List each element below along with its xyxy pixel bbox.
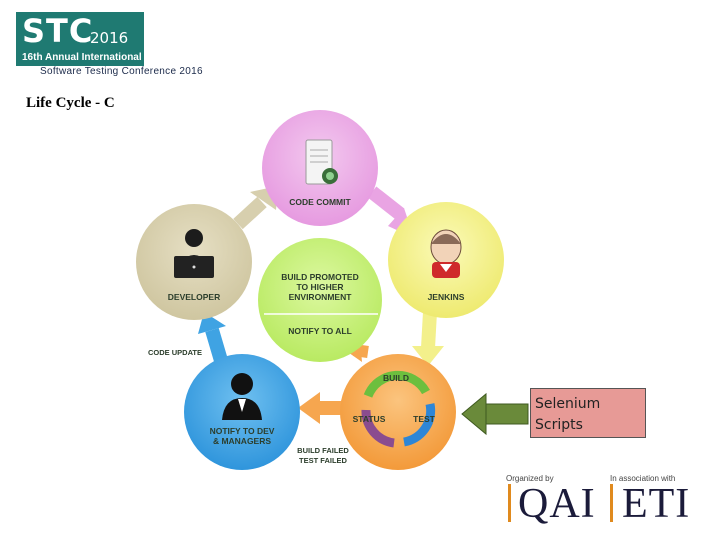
developer-label: DEVELOPER <box>167 292 221 302</box>
organized-by-label: Organized by <box>506 474 554 483</box>
arrow-jenkins-to-test <box>412 311 444 366</box>
center-top-label-3: ENVIRONMENT <box>288 292 352 302</box>
callout-arrow <box>461 392 529 436</box>
cycle-build-label: BUILD <box>383 373 409 383</box>
center-node <box>258 238 382 362</box>
developer-icon <box>174 229 214 278</box>
test-failed-label: TEST FAILED <box>299 456 347 465</box>
cycle-status-label: STATUS <box>352 414 386 424</box>
stc-logo <box>16 12 144 66</box>
code-update-label: CODE UPDATE <box>147 348 203 357</box>
manager-icon <box>222 373 262 420</box>
eti-accent-bar <box>610 484 613 522</box>
callout-line-2: Scripts <box>535 417 583 433</box>
code-commit-label: CODE COMMIT <box>289 197 351 207</box>
center-top-label-1: BUILD PROMOTED <box>281 272 359 282</box>
selenium-callout: Selenium Scripts <box>530 388 646 438</box>
notify-dev-label-2: & MANAGERS <box>212 436 272 446</box>
logo-year: 2016 <box>90 29 129 47</box>
server-icon <box>305 139 338 185</box>
notify-dev-label-1: NOTIFY TO DEV <box>209 426 275 436</box>
center-bottom-label: NOTIFY TO ALL <box>288 326 352 336</box>
association-label: In association with <box>610 474 676 483</box>
logo-edition: 16th Annual International <box>22 52 142 63</box>
eti-logo: ETI <box>622 481 691 527</box>
qai-logo: QAI <box>518 481 596 527</box>
logo-brand: STC <box>22 12 94 50</box>
qai-accent-bar <box>508 484 511 522</box>
build-failed-label: BUILD FAILED <box>297 446 349 455</box>
jenkins-butler-icon <box>430 229 462 278</box>
slide-title: Life Cycle - C <box>26 95 115 111</box>
build-test-node <box>340 354 456 470</box>
arrow-test-to-notify <box>298 392 344 424</box>
center-top-label-2: TO HIGHER <box>296 282 344 292</box>
build-cycle-ring <box>361 370 436 448</box>
logo-conference: Software Testing Conference 2016 <box>40 66 203 77</box>
jenkins-label: JENKINS <box>427 292 465 302</box>
cycle-test-label: TEST <box>413 414 435 424</box>
callout-line-1: Selenium <box>535 396 601 412</box>
